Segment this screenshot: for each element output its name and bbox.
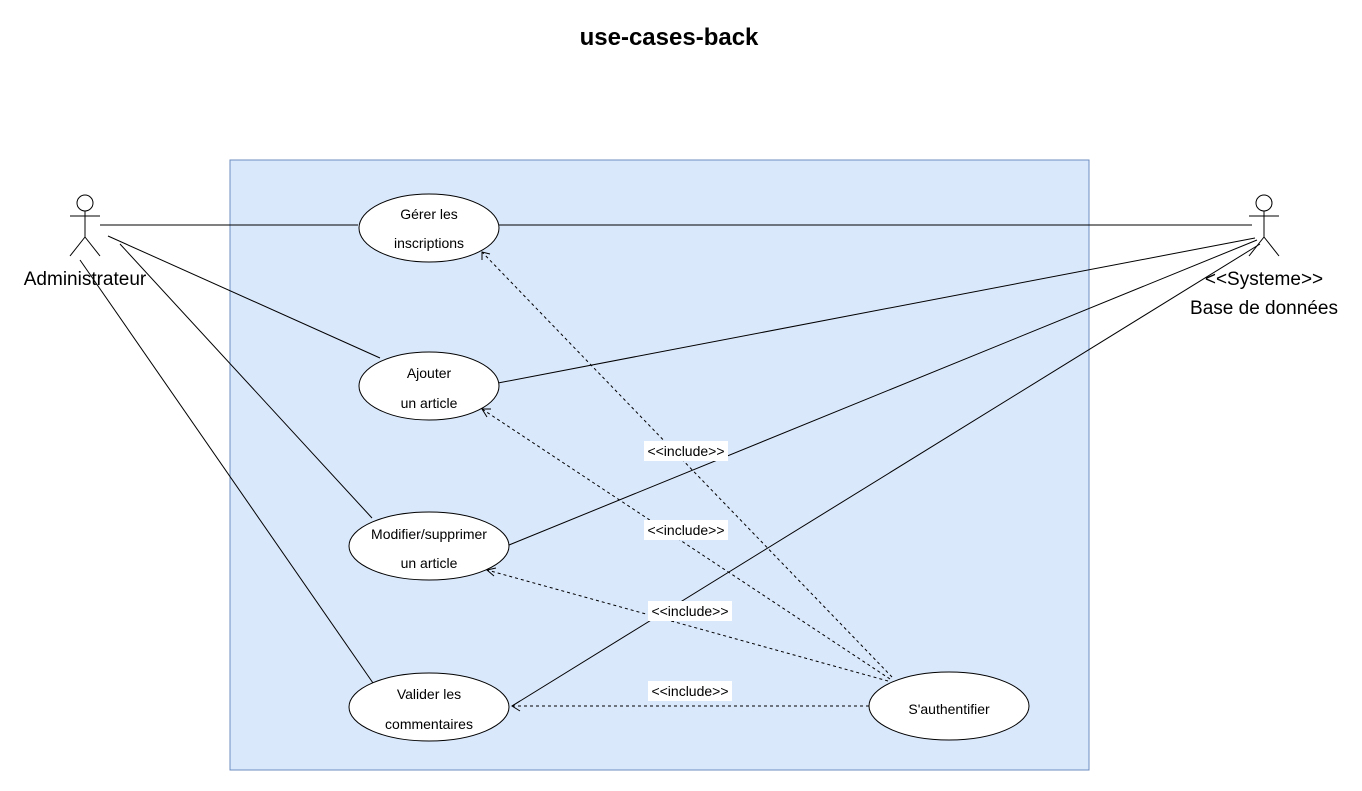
usecase-modifier-line1: Modifier/supprimer — [371, 526, 487, 542]
usecase-valider-line1: Valider les — [397, 686, 461, 702]
include-arrow-valider — [511, 700, 521, 712]
actor-administrateur: Administrateur — [24, 194, 147, 290]
usecase-authentifier-label: S'authentifier — [908, 701, 990, 717]
include-label-gerer: <<include>> — [647, 443, 724, 459]
usecase-ajouter-line2: un article — [401, 395, 458, 411]
usecase-modifier-article: Modifier/supprimer un article — [348, 511, 510, 581]
usecase-ajouter-line1: Ajouter — [407, 365, 452, 381]
usecase-authentifier: S'authentifier — [868, 671, 1030, 741]
assoc-admin-valider — [79, 259, 374, 684]
assoc-db-modifier — [508, 239, 1258, 546]
actor-base-de-donnees: <<Systeme>> Base de données — [1190, 194, 1338, 319]
actor-db-label: Base de données — [1190, 298, 1338, 319]
assoc-admin-ajouter — [107, 235, 381, 359]
include-arrow-ajouter — [481, 408, 491, 418]
usecase-gerer-inscriptions: Gérer les inscriptions — [358, 193, 500, 263]
diagram-title: use-cases-back — [580, 24, 759, 51]
include-label-ajouter: <<include>> — [647, 522, 724, 538]
assoc-db-valider — [511, 243, 1261, 707]
assoc-admin-modifier — [119, 243, 373, 519]
system-boundary — [229, 159, 1090, 771]
usecase-valider-line2: commentaires — [385, 716, 473, 732]
actor-db-stereotype: <<Systeme>> — [1205, 269, 1323, 290]
include-label-valider: <<include>> — [651, 683, 728, 699]
actor-administrateur-label: Administrateur — [24, 269, 147, 290]
include-arrow-gerer — [481, 251, 491, 260]
usecase-gerer-line2: inscriptions — [394, 235, 464, 251]
include-label-modifier: <<include>> — [651, 603, 728, 619]
usecase-gerer-line1: Gérer les — [400, 206, 458, 222]
usecase-valider-commentaires: Valider les commentaires — [348, 672, 510, 742]
usecase-ajouter-article: Ajouter un article — [358, 351, 500, 421]
include-arrow-modifier — [485, 567, 497, 577]
actor-head — [76, 194, 94, 212]
assoc-db-ajouter — [497, 237, 1256, 384]
actor-head — [1255, 194, 1273, 212]
include-line-gerer — [481, 251, 893, 678]
usecase-modifier-line2: un article — [401, 555, 458, 571]
